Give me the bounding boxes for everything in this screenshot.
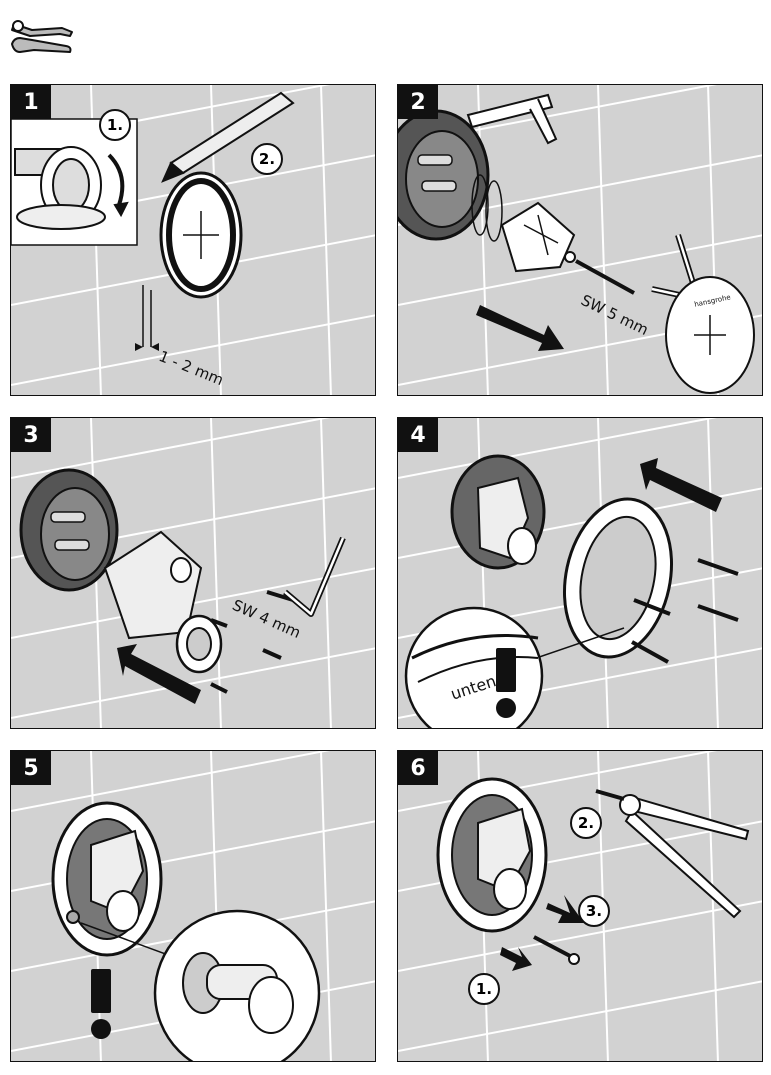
tile-wall xyxy=(11,418,375,728)
tile-wall xyxy=(398,85,762,395)
step-4-panel: 4 unten xyxy=(397,417,763,729)
step-number: 5 xyxy=(11,751,51,785)
step-number: 2 xyxy=(398,85,438,119)
step-number: 6 xyxy=(398,751,438,785)
tile-wall xyxy=(11,751,375,1061)
tools-icon xyxy=(11,20,73,53)
callout-2: 2. xyxy=(570,807,602,839)
step-number: 3 xyxy=(11,418,51,452)
tile-wall xyxy=(11,85,375,395)
step-1-panel: 1 1. 2. 1 - 2 mm xyxy=(10,84,376,396)
step-number: 4 xyxy=(398,418,438,452)
exclamation-icon xyxy=(496,648,516,718)
tile-wall xyxy=(398,418,762,728)
step-3-panel: 3 SW 4 mm xyxy=(10,417,376,729)
step-5-panel: 5 xyxy=(10,750,376,1062)
callout-1: 1. xyxy=(99,109,131,141)
tile-wall xyxy=(398,751,762,1061)
exclamation-icon xyxy=(91,969,111,1039)
callout-2: 2. xyxy=(251,143,283,175)
step-number: 1 xyxy=(11,85,51,119)
step-2-panel: 2 SW 5 mm hansgrohe xyxy=(397,84,763,396)
callout-3: 3. xyxy=(578,895,610,927)
step-6-panel: 6 1. 2. 3. xyxy=(397,750,763,1062)
callout-1: 1. xyxy=(468,973,500,1005)
